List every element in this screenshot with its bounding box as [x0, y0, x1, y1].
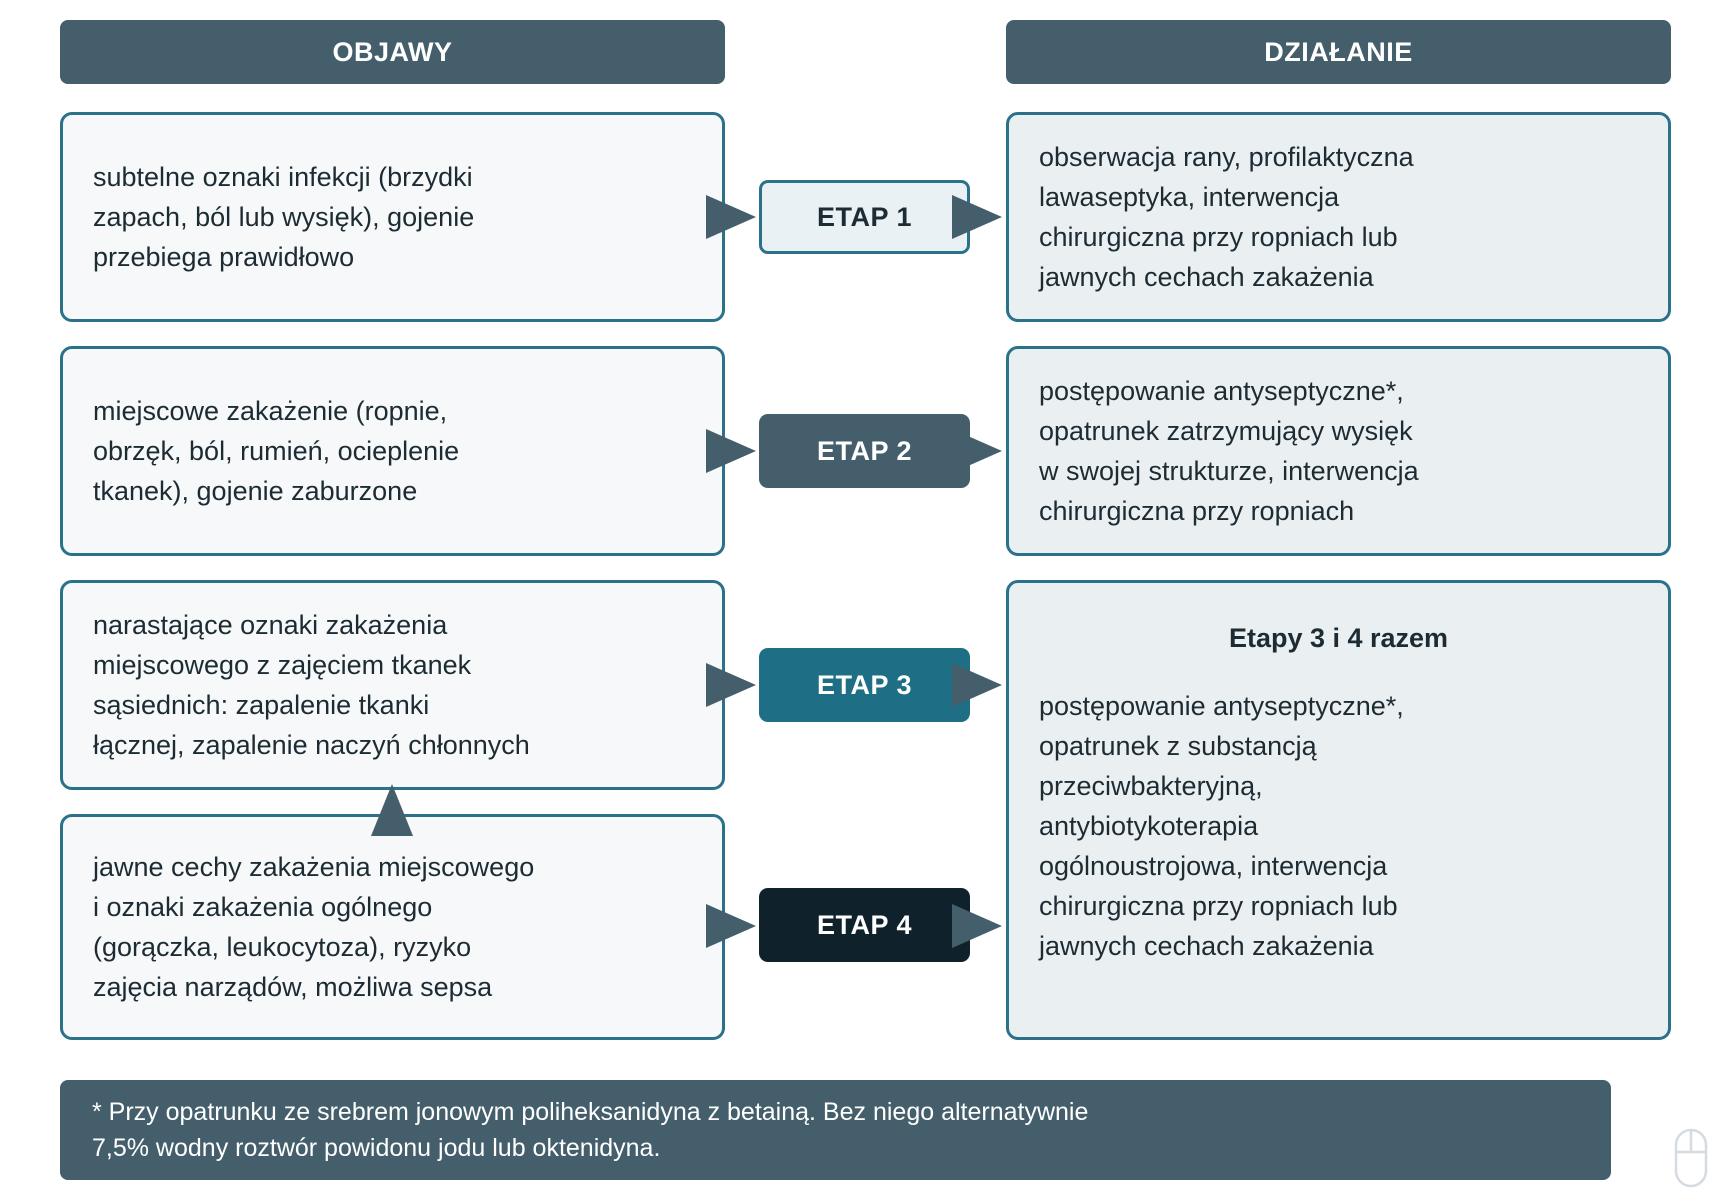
action-title-stage-3-4: Etapy 3 i 4 razem	[1228, 623, 1449, 653]
action-box-stage-2: postępowanie antyseptyczne*, opatrunek z…	[1006, 346, 1671, 556]
arrow-up-symptom-4-to-3	[371, 784, 413, 836]
action-text-stage-1: obserwacja rany, profilaktyczna lawasept…	[1039, 142, 1414, 292]
arrow-symptom-to-stage-4	[706, 904, 756, 948]
arrow-symptom-to-stage-2	[706, 429, 756, 473]
arrow-symptom-to-stage-3	[706, 663, 756, 707]
arrow-stage-3-to-action	[952, 663, 1002, 707]
header-objawy: OBJAWY	[60, 20, 725, 84]
stage-label-1: ETAP 1	[759, 180, 970, 254]
symptom-box-3: narastające oznaki zakażenia miejscowego…	[60, 580, 725, 790]
symptom-text-2: miejscowe zakażenie (ropnie, obrzęk, ból…	[93, 396, 460, 506]
symptom-text-1: subtelne oznaki infekcji (brzydki zapach…	[93, 162, 475, 272]
stage-label-4: ETAP 4	[759, 888, 970, 962]
action-box-stage-3-4: Etapy 3 i 4 razem postępowanie antysepty…	[1006, 580, 1671, 1040]
symptom-text-3: narastające oznaki zakażenia miejscowego…	[93, 610, 530, 760]
symptom-box-2: miejscowe zakażenie (ropnie, obrzęk, ból…	[60, 346, 725, 556]
footnote: * Przy opatrunku ze srebrem jonowym poli…	[60, 1080, 1611, 1180]
arrow-stage-2-to-action	[952, 429, 1002, 473]
stage-label-3: ETAP 3	[759, 648, 970, 722]
action-text-stage-2: postępowanie antyseptyczne*, opatrunek z…	[1039, 376, 1419, 526]
arrow-symptom-to-stage-1	[706, 195, 756, 239]
arrow-stage-1-to-action	[952, 195, 1002, 239]
mouse-icon	[1674, 1128, 1708, 1188]
stage-label-2: ETAP 2	[759, 414, 970, 488]
symptom-text-4: jawne cechy zakażenia miejscowego i ozna…	[93, 852, 535, 1002]
action-box-stage-1: obserwacja rany, profilaktyczna lawasept…	[1006, 112, 1671, 322]
symptom-box-1: subtelne oznaki infekcji (brzydki zapach…	[60, 112, 725, 322]
action-text-stage-3-4: postępowanie antyseptyczne*, opatrunek z…	[1039, 691, 1404, 961]
symptom-box-4: jawne cechy zakażenia miejscowego i ozna…	[60, 814, 725, 1040]
header-dzialanie: DZIAŁANIE	[1006, 20, 1671, 84]
arrow-stage-4-to-action	[952, 904, 1002, 948]
